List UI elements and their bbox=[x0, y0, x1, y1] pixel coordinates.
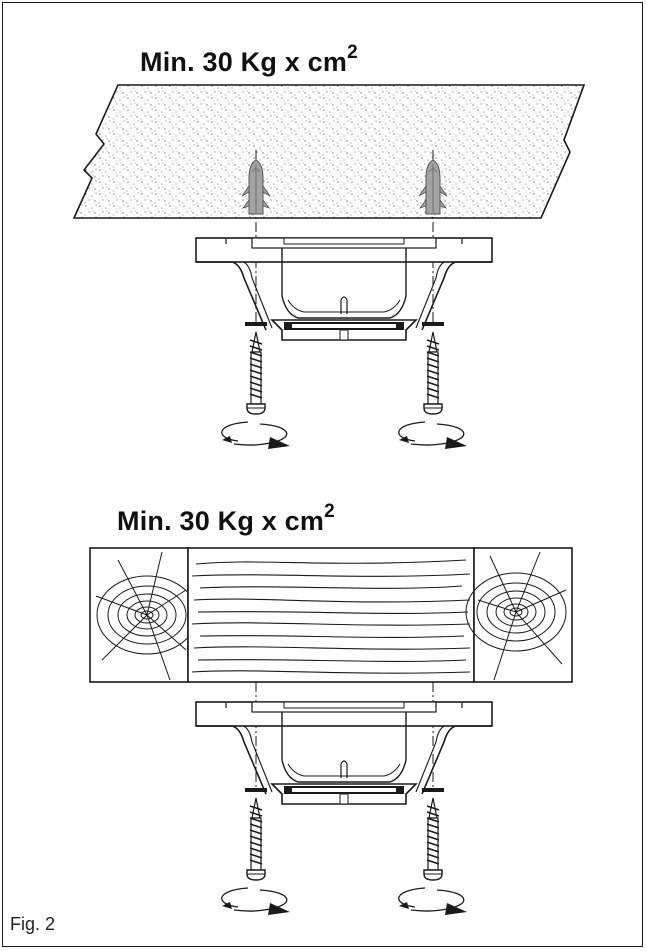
screw-icon bbox=[397, 787, 468, 916]
wood-beam bbox=[89, 547, 573, 683]
load-label-concrete: Min. 30 Kg x cm2 bbox=[140, 42, 358, 77]
mounting-bracket bbox=[195, 237, 493, 341]
drill-axis-lines bbox=[255, 150, 434, 325]
load-label-wood: Min. 30 Kg x cm2 bbox=[117, 501, 335, 536]
concrete-ceiling bbox=[72, 84, 586, 219]
figure-label: Fig. 2 bbox=[10, 914, 56, 934]
screw-icon bbox=[220, 787, 291, 916]
screw-icon bbox=[220, 321, 291, 450]
mounting-bracket bbox=[195, 701, 493, 805]
screw-icon bbox=[397, 321, 468, 450]
